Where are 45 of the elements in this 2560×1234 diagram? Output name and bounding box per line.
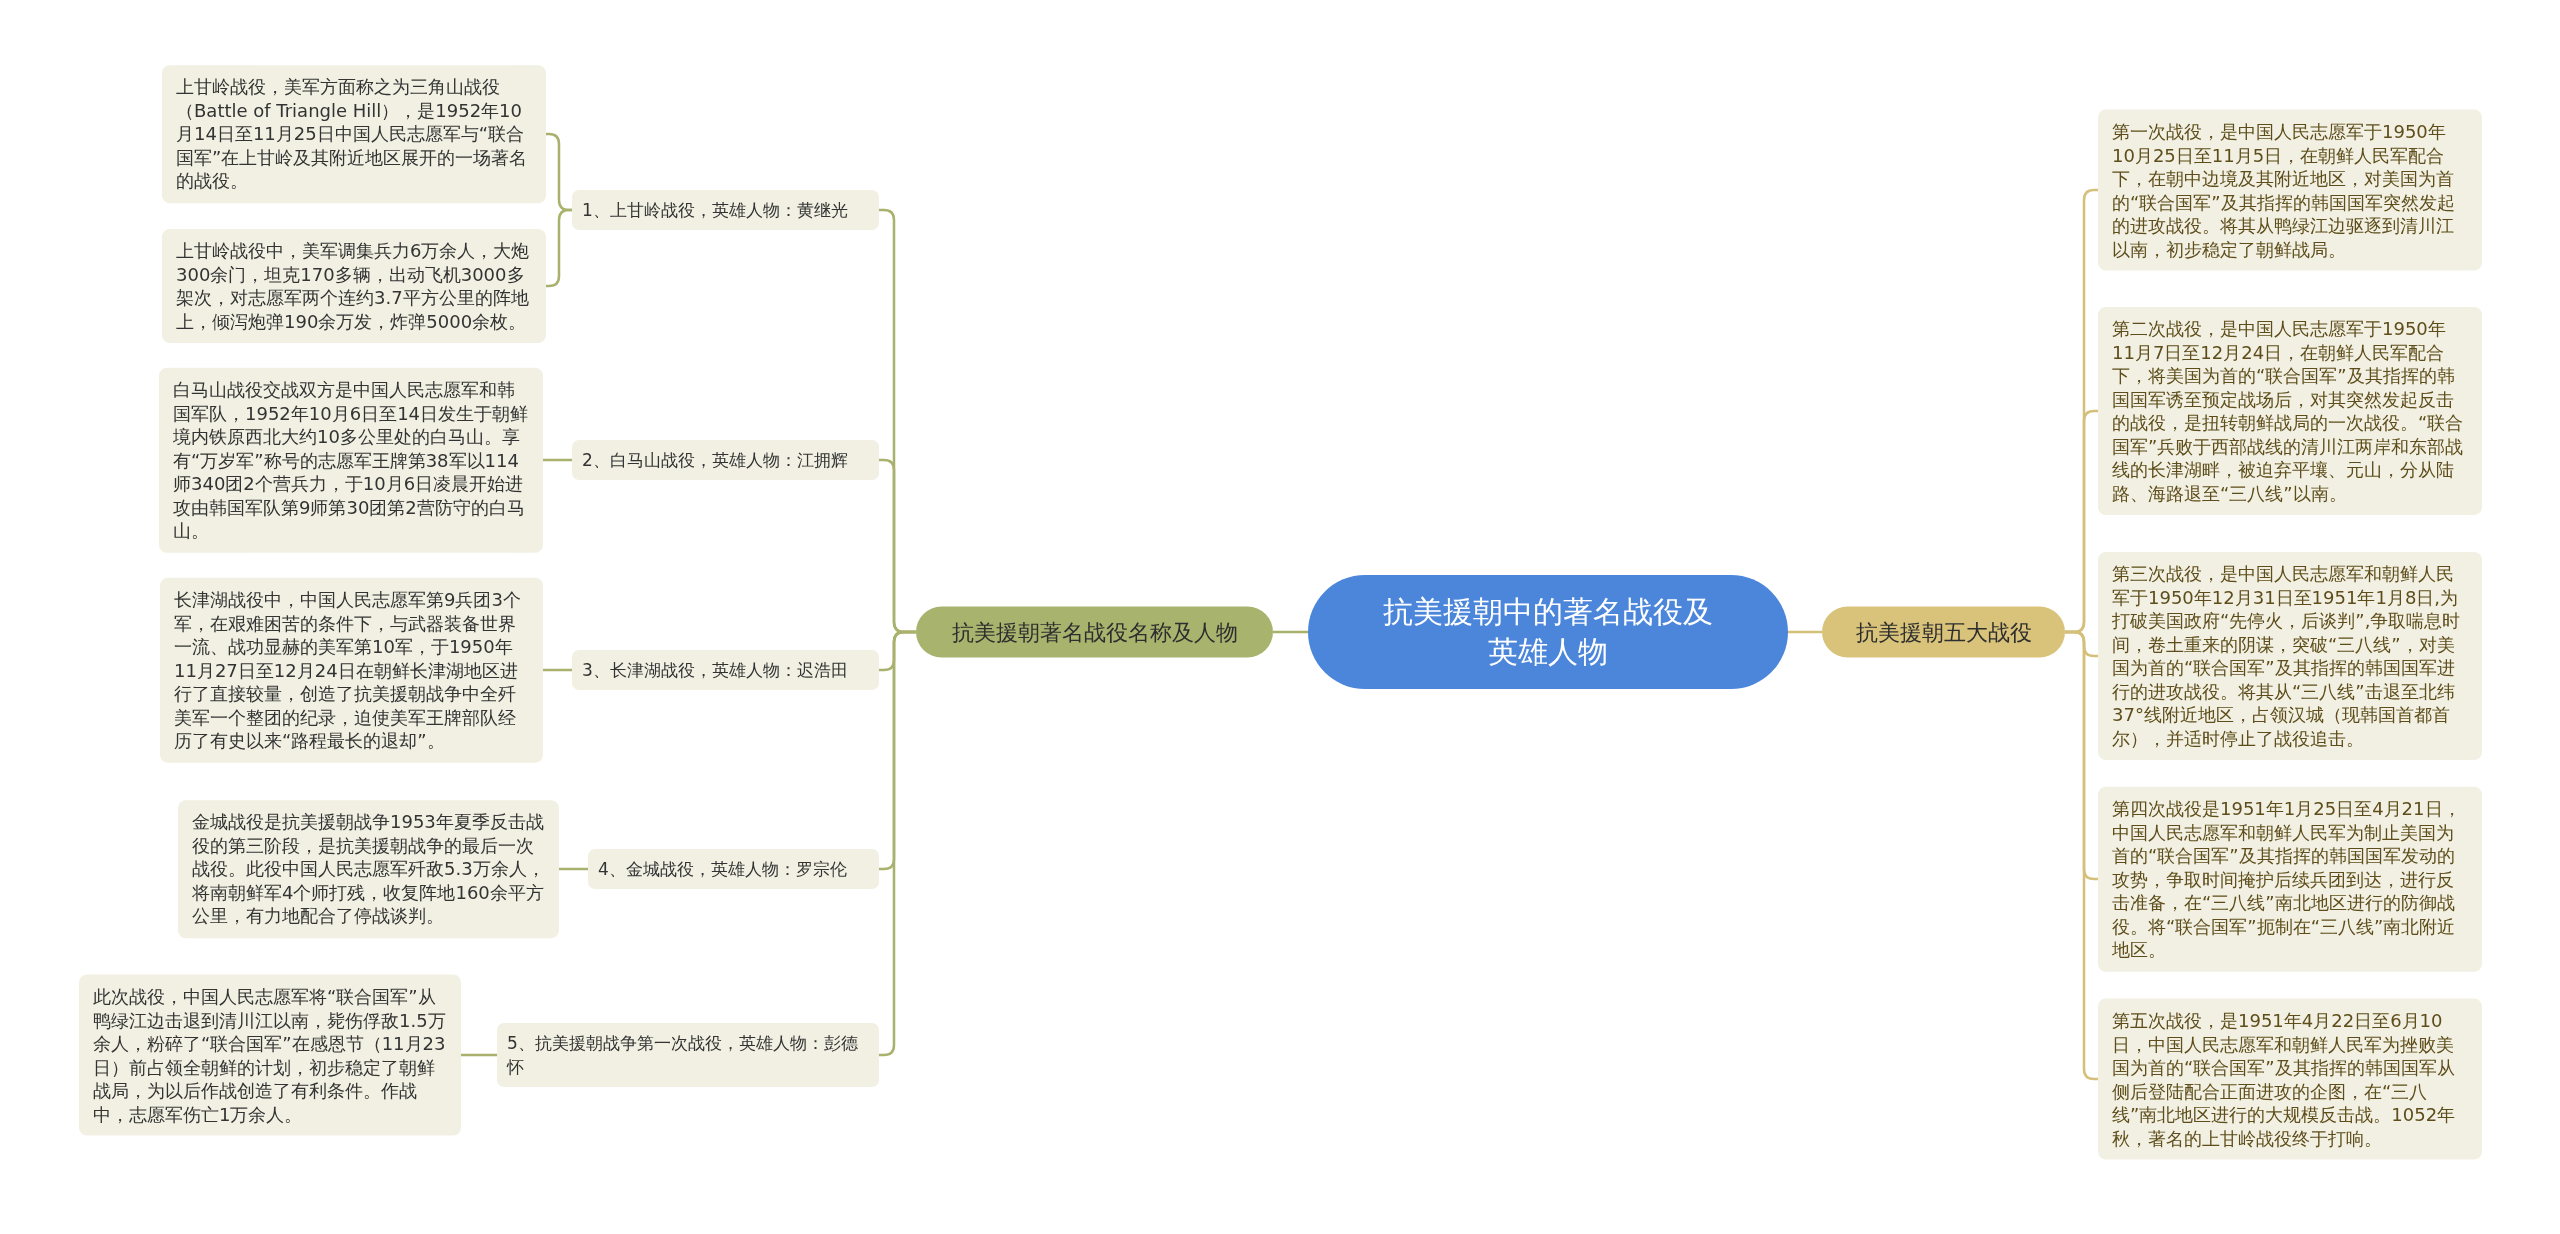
note-card	[2098, 998, 2482, 1160]
subtopic-card	[497, 1023, 879, 1087]
note-text: 此次战役，中国人民志愿军将“联合国军”从鸭绿江边击退到清川江以南，毙伤俘敌1.5万余人，粉碎了“联合国军”在感恩节（11月23日）前占领全朝鲜的计划，初步稳定了朝鲜战局，为以后作战创造了有利条件。作战中，志愿军伤亡1万余人。	[93, 984, 447, 1126]
subtopic-card	[588, 849, 879, 889]
note-card	[178, 800, 559, 938]
note-text: 上甘岭战役，美军方面称之为三角山战役（Battle of Triangle Hill），是1952年10月14日至11月25日中国人民志愿军与“联合国军”在上甘岭及其附近地区展开的一场著名的战役。	[176, 75, 529, 193]
subtopic-label: 3、长津湖战役，英雄人物：迟浩田	[582, 659, 849, 682]
connector-line	[559, 867, 588, 871]
note-text: 上甘岭战役中，美军调集兵力6万余人，大炮300余门，坦克170多辆，出动飞机3000多架次，对志愿军两个连约3.7平方公里的阵地上，倾泻炮弹190余万发，炸弹5000余枚。	[176, 239, 531, 333]
connector-line	[546, 208, 572, 288]
note-card	[2098, 786, 2482, 972]
subtopic-label: 1、上甘岭战役，英雄人物：黄继光	[582, 199, 849, 222]
connector-line	[461, 1053, 497, 1057]
branch-topic	[1822, 606, 2065, 658]
connector-line	[2065, 630, 2098, 1081]
note-text: 第二次战役，是中国人民志愿军于1950年11月7日至12月24日，在朝鲜人民军配合下，将美国为首的“联合国军”及其指挥的韩国国军诱至预定战场后，对其突然发起反击的战役，是扭转朝鲜战局的一次战役。“联合国军”兵败于西部战线的清川江两岸和东部战线的长津湖畔，被迫弃平壤、元山，分从陆路、海路退至“三八线”以南。	[2112, 317, 2465, 505]
note-card	[2098, 552, 2482, 760]
topic-title: 抗美援朝中的著名战役及英雄人物	[1382, 593, 1714, 671]
subtopic-card	[572, 440, 879, 480]
connector-line	[1788, 630, 1822, 634]
note-text: 长津湖战役中，中国人民志愿军第9兵团3个军，在艰难困苦的条件下，与武器装备世界一流、战功显赫的美军第10军，于1950年11月27日至12月24日在朝鲜长津湖地区进行了直接较量，创造了抗美援朝战争中全歼美军一个整团的纪录，迫使美军王牌部队经历了有史以来“路程最长的退却”。	[174, 587, 522, 753]
note-text: 白马山战役交战双方是中国人民志愿军和韩国军队，1952年10月6日至14日发生于朝鲜境内铁原西北大约10多公里处的白马山。享有“万岁军”称号的志愿军王牌第38军以114师340团2个营兵力，于10月6日凌晨开始进攻由韩国军队第9师第30团第2营防守的白马山。	[173, 377, 529, 543]
connector-line	[543, 668, 572, 672]
subtopic-card	[572, 190, 879, 230]
branch-topic	[916, 606, 1273, 658]
connector-line	[1273, 630, 1308, 634]
note-text: 第三次战役，是中国人民志愿军和朝鲜人民军于1950年12月31日至1951年1月8日,为打破美国政府“先停火，后谈判”,争取喘息时间，卷土重来的阴谋，突破“三八线”，对美国为首的“联合国军”及其指挥的韩国国军进行的进攻战役。将其从“三八线”击退至北纬37°线附近地区，占领汉城（现韩国首都首尔），并适时停止了战役追击。	[2112, 562, 2462, 750]
subtopic-card	[572, 650, 879, 690]
branch-label: 抗美援朝五大战役	[1854, 618, 2033, 646]
note-text: 第四次战役是1951年1月25日至4月21日，中国人民志愿军和朝鲜人民军为制止美国为首的“联合国军”及其指挥的韩国国军发动的攻势，争取时间掩护后续兵团到达，进行反击准备，在“三八线”南北地区进行的防御战役。将“联合国军”扼制在“三八线”南北附近地区。	[2112, 796, 2462, 962]
subtopic-label: 4、金城战役，英雄人物：罗宗伦	[598, 858, 848, 881]
note-card	[160, 577, 543, 763]
connector-line	[543, 458, 572, 462]
subtopic-label: 2、白马山战役，英雄人物：江拥辉	[582, 449, 849, 472]
note-text: 金城战役是抗美援朝战争1953年夏季反击战役的第三阶段，是抗美援朝战争的最后一次战役。此役中国人民志愿军歼敌5.3万余人，将南朝鲜军4个师打残，收复阵地160余平方公里，有力地配合了停战谈判。	[192, 810, 545, 928]
note-card	[162, 229, 546, 343]
note-card	[2098, 109, 2482, 271]
note-text: 第五次战役，是1951年4月22日至6月10日，中国人民志愿军和朝鲜人民军为挫败美国为首的“联合国军”及其指挥的韩国国军从侧后登陆配合正面进攻的企图，在“三八线”南北地区进行的大规模反击战。1052年秋，著名的上甘岭战役终于打响。	[2112, 1008, 2457, 1150]
subtopic-label: 5、抗美援朝战争第一次战役，英雄人物：彭德怀	[507, 1032, 859, 1079]
note-card	[79, 974, 461, 1136]
branch-label: 抗美援朝著名战役名称及人物	[950, 618, 1239, 646]
note-card	[2098, 307, 2482, 515]
note-card	[159, 367, 543, 553]
note-text: 第一次战役，是中国人民志愿军于1950年10月25日至11月5日，在朝鲜人民军配合下，在朝中边境及其附近地区，对美国为首的“联合国军”及其指挥的韩国国军突然发起的进攻战役。将其从鸭绿江边驱逐到清川江以南，初步稳定了朝鲜战局。	[2112, 119, 2456, 261]
note-card	[162, 65, 546, 203]
